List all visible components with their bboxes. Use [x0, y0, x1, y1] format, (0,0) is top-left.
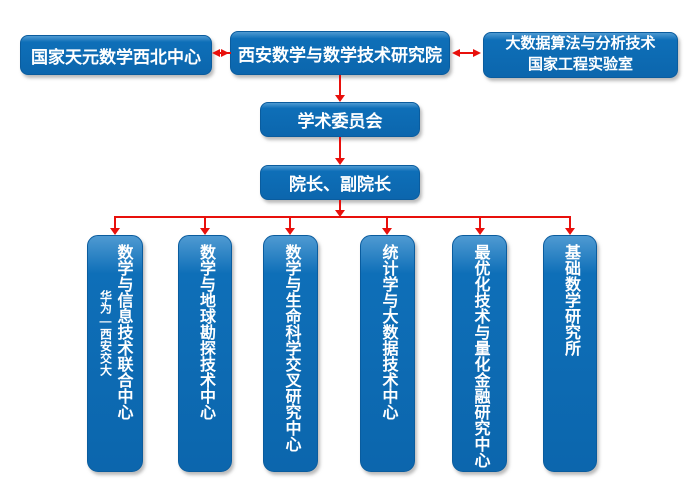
arrow-institute-to-committee-head — [335, 95, 345, 102]
arrow-committee-to-dean-head — [335, 158, 345, 165]
branch-drop-5-line — [479, 217, 481, 229]
branch-drop-2-head — [200, 228, 210, 235]
node-label: 数学与生命科学交叉研究中心 — [282, 244, 300, 452]
vertical-text: 统计学与大数据技术中心 — [379, 244, 397, 420]
branch-drop-1-head — [110, 228, 120, 235]
node-huawei-xjtu-joint-center: 数学与信息技术联合中心 华为—西安交大 — [87, 235, 143, 472]
node-academic-committee: 学术委员会 — [260, 102, 420, 137]
node-label: 数学与地球勘探技术中心 — [197, 244, 214, 420]
arrow-committee-to-dean-line — [339, 137, 341, 158]
node-xian-math-institute: 西安数学与数学技术研究院 — [230, 31, 450, 75]
branch-drop-3-head — [285, 228, 295, 235]
vertical-text: 数学与生命科学交叉研究中心 — [282, 244, 300, 452]
node-life-science-cross-center: 数学与生命科学交叉研究中心 — [263, 235, 318, 472]
vertical-text: 基础数学研究所 — [562, 244, 579, 356]
branch-drop-1-line — [114, 217, 116, 229]
branch-drop-6-head — [565, 228, 575, 235]
arrow-institute-to-committee-line — [339, 75, 341, 96]
branch-drop-4-head — [382, 228, 392, 235]
node-label-line2: 国家工程实验室 — [527, 56, 633, 73]
node-label: 国家天元数学西北中心 — [31, 47, 201, 67]
node-earth-exploration-center: 数学与地球勘探技术中心 — [178, 235, 232, 472]
branch-drop-3-line — [289, 217, 291, 229]
branch-drop-4-line — [386, 217, 388, 229]
node-basic-math-institute: 基础数学研究所 — [543, 235, 597, 472]
arrow-dean-to-branch-head — [335, 210, 345, 217]
node-dean-vice-dean: 院长、副院长 — [260, 165, 420, 200]
branch-drop-6-line — [569, 217, 571, 229]
double-arrow-left-head-left — [212, 49, 220, 57]
node-label-line1: 大数据算法与分析技术 — [505, 35, 656, 53]
branch-drop-2-line — [204, 217, 206, 229]
node-tianyuan-northwest-center: 国家天元数学西北中心 — [20, 35, 212, 75]
double-arrow-right-line — [455, 52, 478, 54]
node-optimization-finance-center: 最优化技术与量化金融研究中心 — [452, 235, 507, 472]
node-label: 西安数学与数学技术研究院 — [238, 45, 442, 65]
node-label: 院长、副院长 — [289, 175, 391, 194]
double-arrow-right-head-right — [473, 49, 481, 57]
node-label: 学术委员会 — [297, 112, 383, 131]
node-label: 数学与信息技术联合中心 — [114, 244, 132, 420]
arrow-dean-to-branch-line — [339, 200, 341, 211]
node-statistics-bigdata-center: 统计学与大数据技术中心 — [360, 235, 415, 472]
node-label: 基础数学研究所 — [562, 244, 579, 356]
vertical-text: 最优化技术与量化金融研究中心 — [471, 244, 489, 468]
node-prefix-label: 华为—西安交大 — [98, 289, 113, 376]
double-arrow-right-head-left — [452, 49, 460, 57]
double-arrow-left-head-right — [221, 49, 229, 57]
branch-horizontal-line — [114, 216, 571, 218]
node-label: 最优化技术与量化金融研究中心 — [471, 244, 489, 468]
node-label: 统计学与大数据技术中心 — [379, 244, 397, 420]
vertical-text: 数学与信息技术联合中心 华为—西安交大 — [98, 244, 132, 420]
vertical-text: 数学与地球勘探技术中心 — [197, 244, 214, 420]
branch-drop-5-head — [475, 228, 485, 235]
node-bigdata-national-lab: 大数据算法与分析技术 国家工程实验室 — [483, 32, 678, 78]
